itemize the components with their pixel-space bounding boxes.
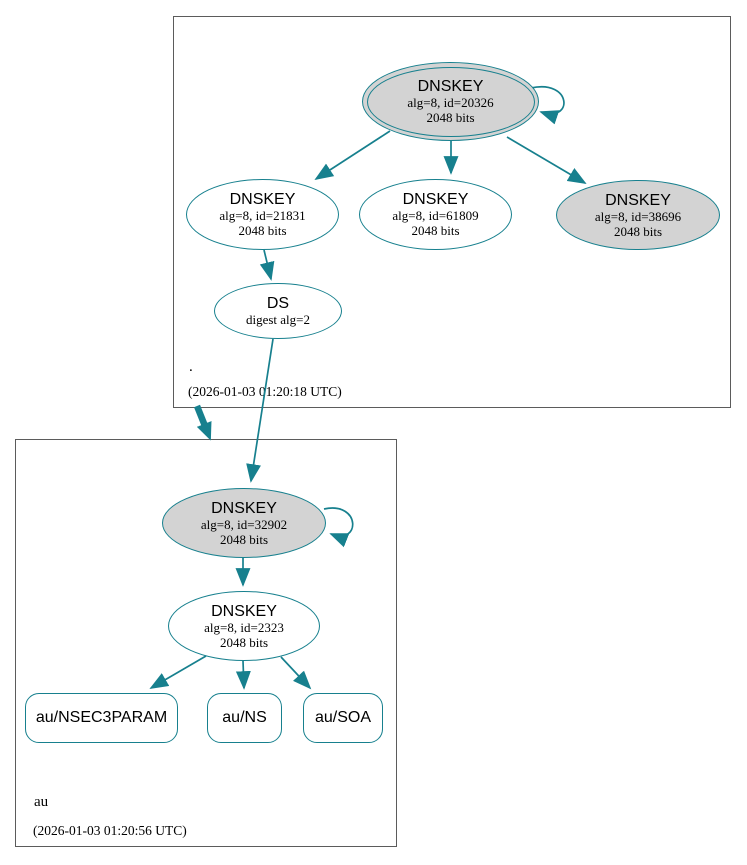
node-title: DNSKEY <box>605 191 671 209</box>
edge-au-ksk-self-sign <box>323 507 354 548</box>
node-detail: alg=8, id=21831 <box>219 208 306 223</box>
node-detail: 2048 bits <box>426 110 475 125</box>
node-detail: alg=8, id=61809 <box>392 208 479 223</box>
node-title: DNSKEY <box>417 78 484 95</box>
node-detail: 2048 bits <box>219 531 269 547</box>
node-title: DNSKEY <box>229 191 296 208</box>
edge-root-delegation-to-au <box>193 404 212 441</box>
rrset-label: au/NSEC3PARAM <box>35 709 168 726</box>
node-dnskey-21831[interactable]: DNSKEY alg=8, id=21831 2048 bits <box>186 179 339 250</box>
node-dnskey-32902[interactable]: DNSKEY alg=8, id=32902 2048 bits <box>162 488 326 558</box>
node-detail: alg=8, id=38696 <box>594 208 682 224</box>
node-detail: digest alg=2 <box>245 312 311 327</box>
node-title: DNSKEY <box>211 499 277 517</box>
node-detail: 2048 bits <box>238 223 287 238</box>
node-detail: alg=8, id=32902 <box>200 516 288 532</box>
node-rrset-au-nsec3param[interactable]: au/NSEC3PARAM <box>25 693 178 743</box>
node-dnskey-20326[interactable]: DNSKEY alg=8, id=20326 2048 bits <box>362 62 539 141</box>
node-title: DS <box>266 295 290 312</box>
edge-zsk2323-to-soa <box>280 656 312 690</box>
edge-root-ksk-to-ksk38696 <box>506 136 587 184</box>
node-detail: alg=8, id=2323 <box>204 619 284 635</box>
cluster-au-label: au <box>34 794 49 810</box>
edge-zsk2323-to-ns <box>235 660 251 690</box>
rrset-label: au/SOA <box>314 709 372 726</box>
node-rrset-au-soa[interactable]: au/SOA <box>303 693 383 743</box>
node-detail: 2048 bits <box>219 634 269 650</box>
node-title: DNSKEY <box>402 191 469 208</box>
edge-zsk21831-to-ds <box>259 249 275 281</box>
node-detail: 2048 bits <box>411 223 460 238</box>
node-detail: alg=8, id=20326 <box>407 95 494 110</box>
cluster-au-timestamp: (2026-01-03 01:20:56 UTC) <box>33 822 187 838</box>
node-title: DNSKEY <box>211 602 277 620</box>
node-rrset-au-ns[interactable]: au/NS <box>207 693 282 743</box>
edge-root-ksk-to-zsk21831 <box>314 130 391 181</box>
node-ds-root-au[interactable]: DS digest alg=2 <box>214 283 342 339</box>
rrset-label: au/NS <box>222 709 267 726</box>
edge-ds-to-au-ksk <box>246 338 274 483</box>
node-dnskey-38696[interactable]: DNSKEY alg=8, id=38696 2048 bits <box>556 180 720 250</box>
node-detail: 2048 bits <box>613 223 663 239</box>
cluster-root-label: . <box>189 359 193 375</box>
node-dnskey-2323[interactable]: DNSKEY alg=8, id=2323 2048 bits <box>168 591 320 661</box>
edge-zsk2323-to-nsec3param <box>149 655 207 689</box>
edge-root-ksk-self-sign <box>530 85 565 125</box>
node-dnskey-61809[interactable]: DNSKEY alg=8, id=61809 2048 bits <box>359 179 512 250</box>
